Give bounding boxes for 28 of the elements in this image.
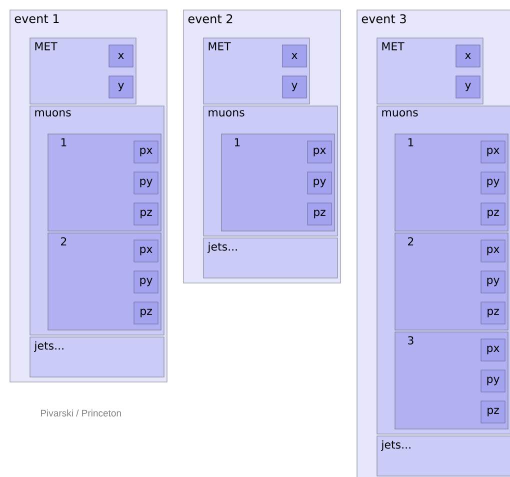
attribute-box: py: [480, 270, 506, 294]
attribute-box: x: [456, 44, 480, 68]
attribute-box: py: [480, 172, 506, 194]
attribute-box: pz: [480, 202, 506, 226]
attribute-box: px: [307, 140, 332, 164]
attribute-box: pz: [480, 302, 506, 324]
attribute-box: pz: [134, 202, 158, 226]
attribute-box: pz: [307, 202, 332, 226]
attribute-box: x: [282, 44, 307, 68]
attribute-box: py: [307, 172, 332, 194]
attribute-box: py: [480, 370, 506, 392]
group-box: jets...: [203, 238, 338, 278]
attribute-box: y: [282, 76, 307, 98]
attribute-box: pz: [480, 400, 506, 424]
attribute-box: y: [108, 76, 134, 98]
attribute-box: px: [480, 140, 506, 164]
attribute-box: px: [134, 140, 158, 164]
group-box: jets...: [376, 436, 510, 476]
group-box: jets...: [30, 336, 164, 378]
attribute-box: px: [134, 240, 158, 262]
attribute-box: px: [480, 240, 506, 262]
credit-text: Pivarski / Princeton: [41, 410, 121, 416]
attribute-box: py: [134, 172, 158, 194]
attribute-box: py: [134, 270, 158, 294]
attribute-box: x: [108, 44, 134, 68]
attribute-box: px: [480, 338, 506, 362]
attribute-box: y: [456, 76, 480, 98]
attribute-box: pz: [134, 302, 158, 324]
